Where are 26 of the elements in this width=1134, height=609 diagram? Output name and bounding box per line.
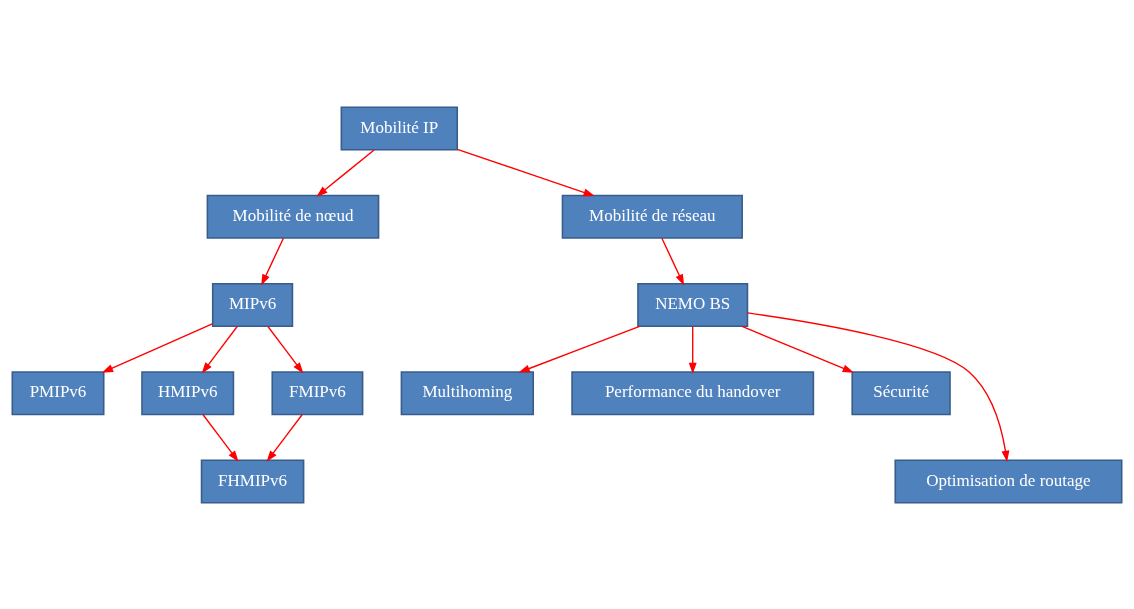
node-box: MIPv6 (211, 282, 294, 327)
arrow (518, 325, 641, 373)
node-box: Mobilité de réseau (561, 194, 743, 239)
arrow (741, 325, 854, 373)
node-box: Mobilité IP (340, 105, 459, 151)
arrow (316, 148, 375, 197)
node-box: Performance du handover (571, 370, 815, 415)
node-box: Sécurité (851, 370, 951, 415)
arrow (261, 237, 285, 286)
node-box: Multihoming (400, 370, 535, 415)
node-box: FHMIPv6 (200, 458, 305, 504)
arrow (201, 325, 238, 374)
node-box: Mobilité de nœud (206, 194, 380, 239)
arrow (202, 413, 239, 462)
node-box: NEMO BS (637, 282, 749, 327)
node-box: HMIPv6 (141, 370, 235, 415)
arrow (101, 322, 213, 373)
arrow (746, 311, 1010, 462)
arrow (688, 325, 697, 374)
arrow (456, 148, 595, 196)
node-box: FMIPv6 (271, 370, 364, 415)
arrow (661, 237, 685, 286)
node-box: Optimisation de routage (894, 458, 1123, 504)
arrow (266, 413, 303, 462)
node-box: PMIPv6 (11, 370, 105, 415)
arrow (267, 325, 304, 374)
